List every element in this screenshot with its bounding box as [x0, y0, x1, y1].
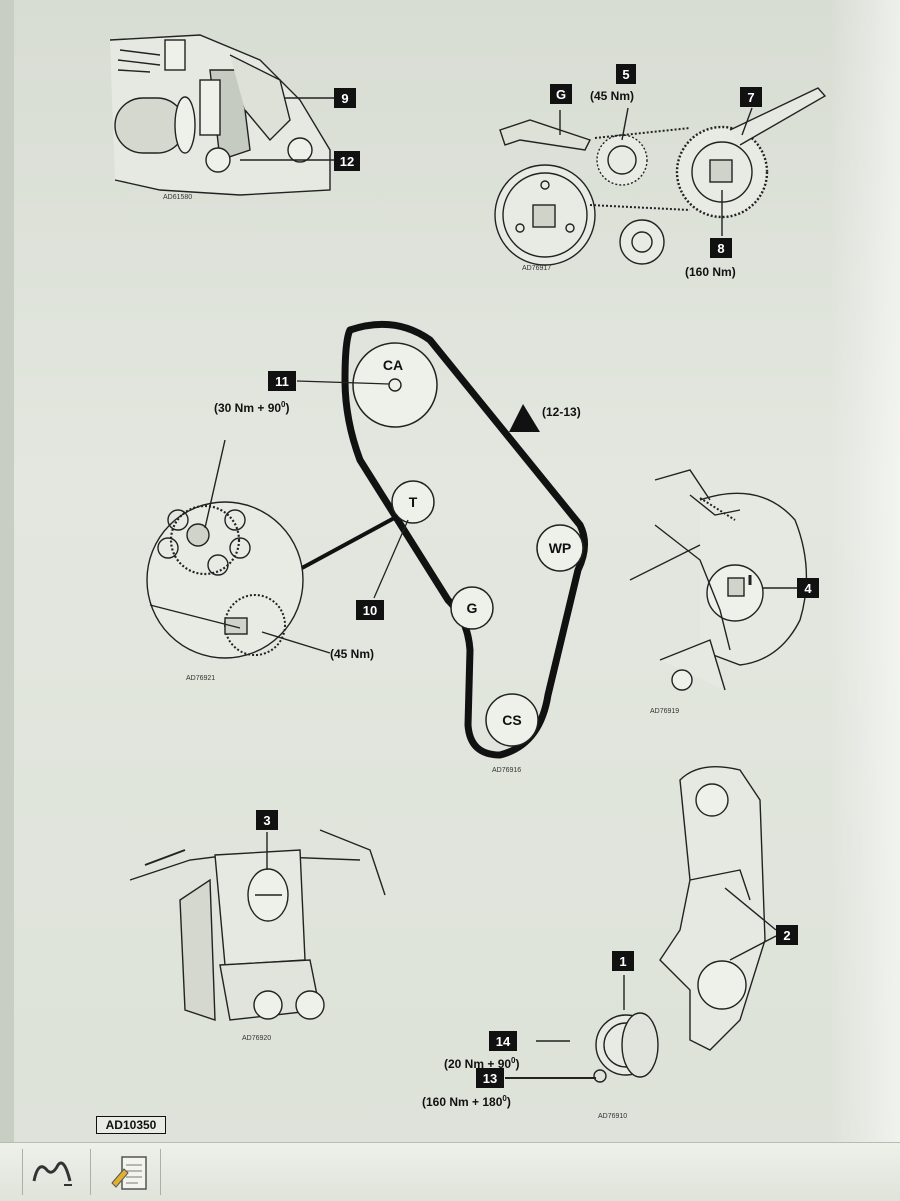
toolbar-separator	[22, 1149, 23, 1195]
water-pump-pulley	[536, 524, 584, 572]
callout-13-box	[476, 1068, 504, 1088]
notes-button[interactable]	[104, 1151, 152, 1195]
pulley-label-water-pump: WP	[549, 540, 572, 556]
figure-code-top-right: AD76917	[522, 265, 551, 272]
callout-14-label: 14	[496, 1034, 511, 1049]
callout-13-label: 13	[483, 1071, 497, 1086]
callout-11-box	[268, 371, 296, 391]
callout-9-label: 9	[341, 91, 348, 106]
callout-3-label: 3	[263, 813, 270, 828]
crankshaft-pulley	[485, 693, 539, 747]
bottom-toolbar	[0, 1142, 900, 1201]
callout-14-box	[489, 1031, 517, 1051]
figure-code-bottom-right: AD76910	[598, 1113, 627, 1120]
figure-code-right-detail: AD76919	[650, 708, 679, 715]
timing-belt-diagram: 9 12 AD61580 G 5 (45 Nm) 7 8 (160 Nm) AD…	[109, 34, 827, 1120]
figure-code-top-left: AD61580	[163, 194, 192, 201]
callout-5-label: 5	[622, 67, 629, 82]
torque-10: (45 Nm)	[330, 647, 374, 661]
pulley-label-camshaft: CA	[383, 357, 403, 373]
callout-8-label: 8	[717, 241, 724, 256]
tensioner-adjust-figure	[629, 469, 808, 691]
callout-G-label: G	[556, 87, 566, 102]
figure-code-left-detail: AD76921	[186, 675, 215, 682]
tensioner-pulley	[391, 480, 435, 524]
toolbar-separator	[160, 1149, 161, 1195]
callout-4-label: 4	[804, 581, 812, 596]
pulley-label-tensioner: T	[409, 494, 418, 510]
pulley-label-crankshaft: CS	[502, 712, 521, 728]
callout-3-box	[256, 810, 278, 830]
crank-pulley-figure	[494, 87, 827, 266]
detail-pointer-line	[301, 514, 399, 570]
callout-11-label: 11	[275, 374, 289, 389]
callout-7-box	[740, 87, 762, 107]
callout-G-box	[550, 84, 572, 104]
callout-5-box	[616, 64, 636, 84]
screen-glare	[830, 0, 900, 1200]
guide-pulley	[450, 586, 494, 630]
notepad-icon	[111, 1156, 147, 1190]
camshaft-pulley	[352, 342, 438, 428]
camshaft-bracket-figure	[109, 34, 334, 196]
covers-figure	[505, 765, 777, 1083]
callout-4-box	[797, 578, 819, 598]
tension-reference: (12-13)	[542, 405, 581, 419]
callout-8-box	[710, 238, 732, 258]
callout-10-box	[356, 600, 384, 620]
camshaft-bolt	[388, 378, 402, 392]
pulley-label-guide: G	[467, 600, 478, 616]
window-edge	[0, 0, 14, 1200]
tension-warning-triangle	[509, 404, 540, 432]
callout-10-label: 10	[363, 603, 377, 618]
tensioner-detail-figure	[146, 439, 331, 659]
squiggle-icon	[32, 1161, 72, 1186]
figure-code-center: AD76916	[492, 767, 521, 774]
callout-1-box	[612, 951, 634, 971]
figure-code-bottom-left: AD76920	[242, 1035, 271, 1042]
callout-2-label: 2	[783, 928, 790, 943]
callout-1-label: 1	[619, 954, 626, 969]
callout-12-label: 12	[340, 154, 354, 169]
callout-12-box	[334, 151, 360, 171]
timing-belt-path	[341, 320, 588, 759]
torque-8: (160 Nm)	[685, 265, 736, 279]
callout-9-box	[334, 88, 356, 108]
timing-pin-figure	[129, 829, 386, 1021]
torque-5: (45 Nm)	[590, 89, 634, 103]
drawing-reference-code: AD10350	[96, 1116, 166, 1134]
torque-11: (30 Nm + 900)	[214, 400, 290, 415]
toolbar-separator	[90, 1149, 91, 1195]
torque-13: (160 Nm + 1800)	[422, 1094, 511, 1109]
callout-2-box	[776, 925, 798, 945]
callout-7-label: 7	[747, 90, 754, 105]
torque-14: (20 Nm + 900)	[444, 1056, 520, 1071]
squiggle-tool-button[interactable]	[28, 1151, 76, 1195]
